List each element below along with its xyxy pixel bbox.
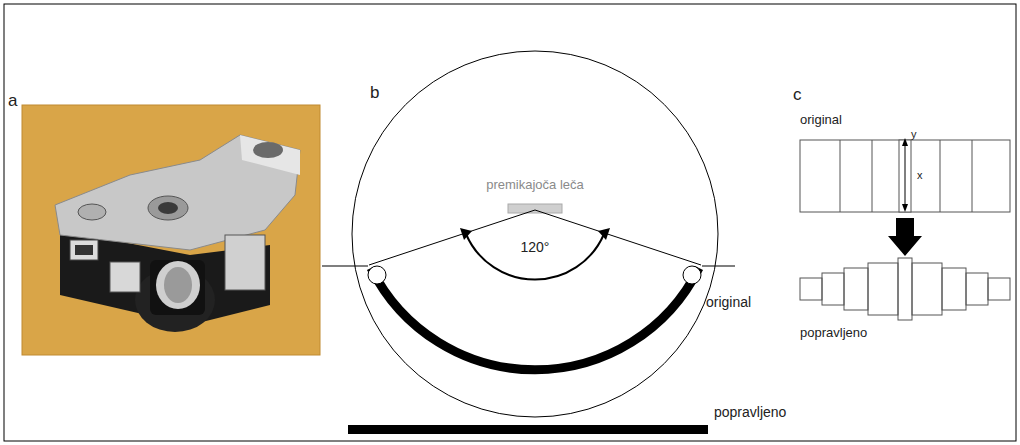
part-name: popravljeno: [714, 405, 786, 419]
panel-letter: a: [8, 92, 17, 109]
panel-letter: b: [370, 84, 379, 101]
frame-border: [4, 4, 1016, 441]
panel-letter: c: [793, 86, 802, 103]
panoramic-scheme: [322, 51, 735, 434]
axis-name: x: [917, 170, 923, 181]
axis-name: y: [911, 129, 917, 140]
camera-photo: [22, 105, 320, 355]
part-name: premikajoča leča: [486, 178, 584, 191]
strip-scheme: [800, 138, 1010, 320]
part-name: original: [706, 295, 751, 309]
angle-value: 120°: [521, 240, 550, 254]
part-name: popravljeno: [800, 326, 867, 339]
part-name: original: [800, 113, 842, 126]
